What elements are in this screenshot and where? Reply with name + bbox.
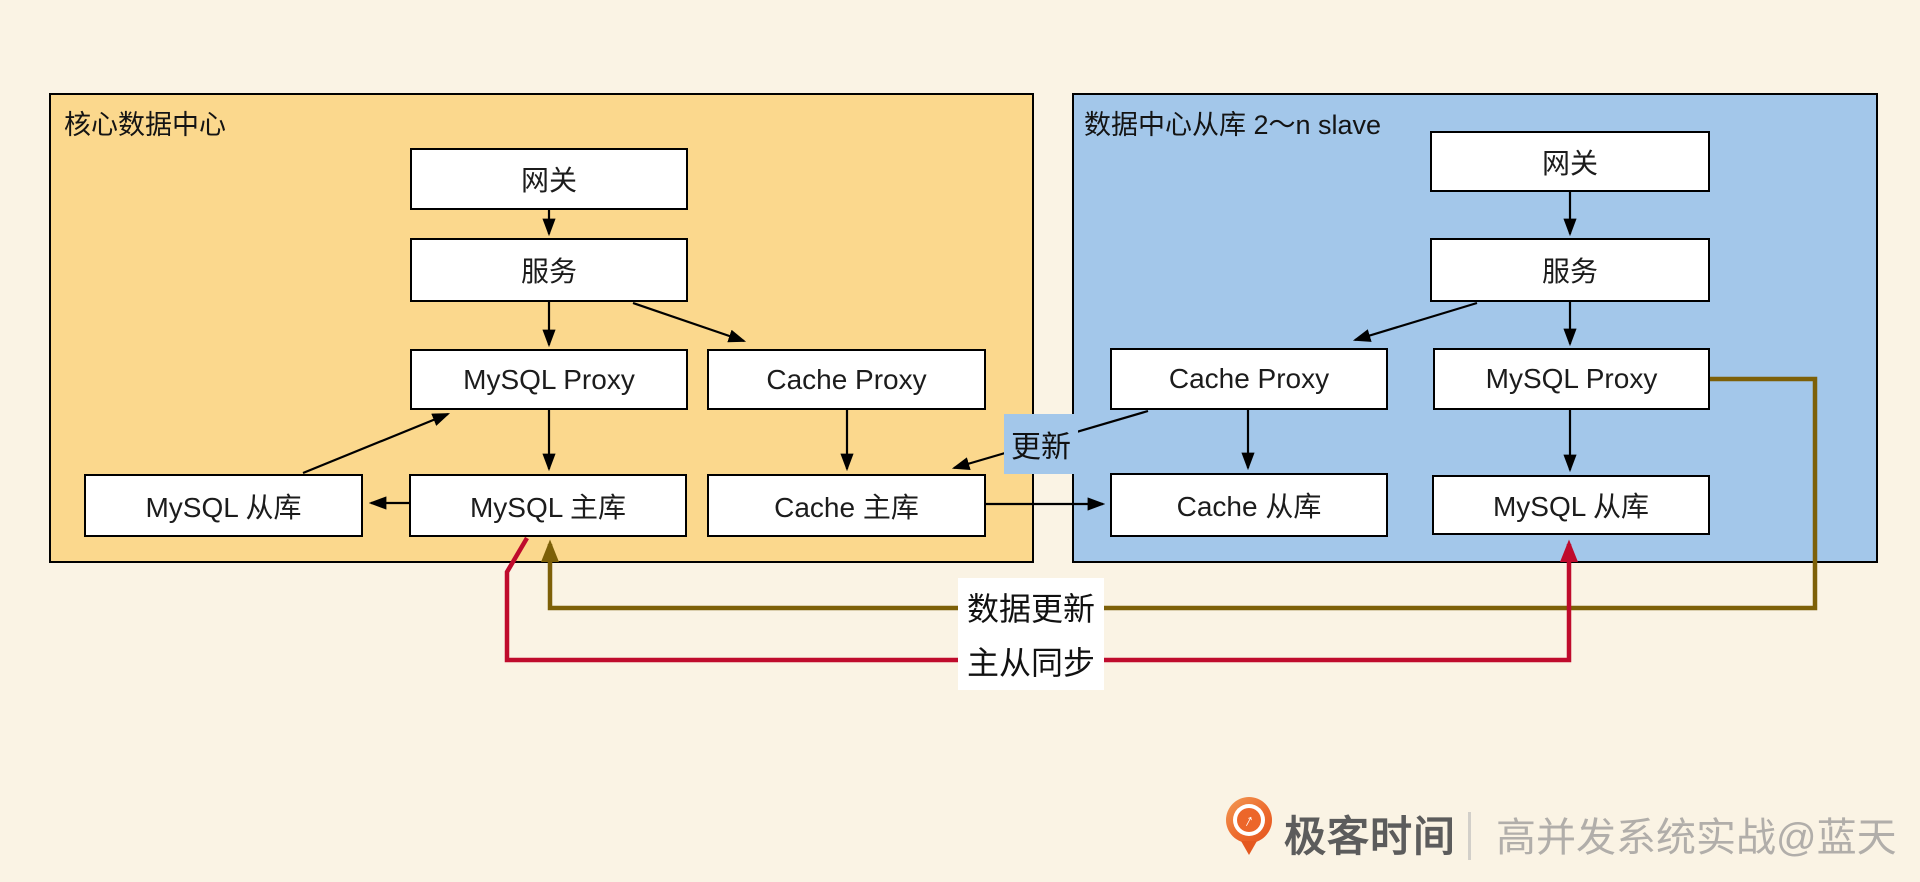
node-label: 网关 xyxy=(1541,147,1598,179)
node-core-service: 服务 xyxy=(410,238,688,302)
node-core-cache-proxy: Cache Proxy xyxy=(707,349,986,410)
node-label: Cache 从库 xyxy=(1176,491,1322,522)
node-label: Cache 主库 xyxy=(774,491,919,523)
brand-name: 极客时间 xyxy=(1284,813,1457,860)
node-label: MySQL Proxy xyxy=(1485,363,1658,394)
node-core-gateway: 网关 xyxy=(410,148,688,210)
node-core-mysql-master: MySQL 主库 xyxy=(409,474,687,537)
edge-label-text: 更新 xyxy=(1011,431,1071,464)
node-slave-gateway: 网关 xyxy=(1430,131,1710,192)
credit-text: 高并发系统实战@蓝天 xyxy=(1496,816,1897,860)
node-core-mysql-slave: MySQL 从库 xyxy=(84,474,363,537)
node-slave-mysql-proxy: MySQL Proxy xyxy=(1433,348,1710,410)
node-core-mysql-proxy: MySQL Proxy xyxy=(410,349,688,410)
core-datacenter-title: 核心数据中心 xyxy=(64,110,226,140)
edge-label-data-update: 数据更新 xyxy=(958,578,1104,636)
geektime-logo-core: ↑ xyxy=(1237,808,1261,832)
node-label: MySQL 从库 xyxy=(1492,491,1650,522)
node-label: 服务 xyxy=(520,256,577,287)
node-label: Cache Proxy xyxy=(766,363,927,395)
node-core-cache-master: Cache 主库 xyxy=(707,474,986,537)
edge-label-text: 数据更新 xyxy=(966,591,1095,627)
node-label: Cache Proxy xyxy=(1168,363,1330,394)
node-slave-cache-slave: Cache 从库 xyxy=(1110,473,1388,537)
edge-label-sync: 主从同步 xyxy=(958,632,1104,690)
geektime-logo-tail xyxy=(1241,841,1257,855)
node-slave-service: 服务 xyxy=(1430,238,1710,302)
slave-datacenter-title: 数据中心从库 2～n slave xyxy=(1084,110,1382,140)
edge-label-update: 更新 xyxy=(1004,414,1078,474)
node-slave-cache-proxy: Cache Proxy xyxy=(1110,348,1388,410)
node-label: MySQL Proxy xyxy=(463,363,635,395)
up-arrow-icon: ↑ xyxy=(1240,809,1258,831)
edge-label-text: 主从同步 xyxy=(966,645,1095,681)
node-label: MySQL 主库 xyxy=(469,491,627,523)
node-label: 服务 xyxy=(1541,256,1598,287)
divider-line xyxy=(1468,812,1471,860)
node-slave-mysql-slave: MySQL 从库 xyxy=(1432,475,1710,535)
node-label: 网关 xyxy=(520,165,577,196)
node-label: MySQL 从库 xyxy=(145,491,302,523)
